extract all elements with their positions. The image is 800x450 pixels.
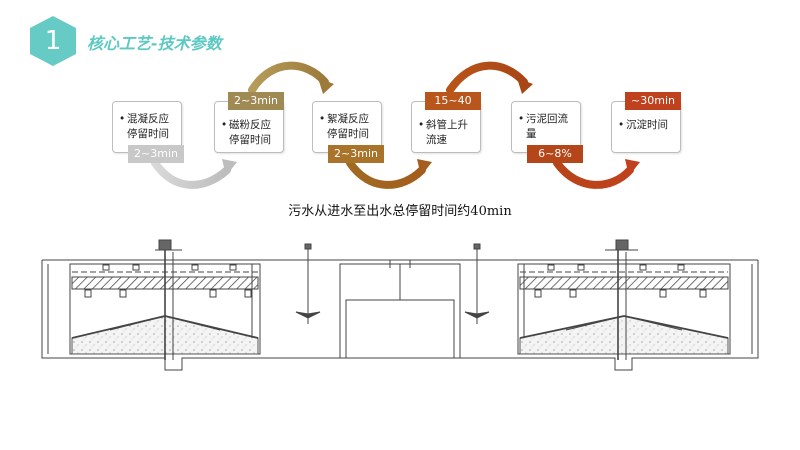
hexagon-icon [30, 16, 76, 66]
step-label-2: •磁粉反应 停留时间 [221, 119, 271, 146]
section-number-badge: 1 [27, 15, 79, 67]
flow-arrow-4 [446, 61, 528, 94]
flow-arrowhead-1 [222, 159, 237, 176]
flow-arrowhead-3 [417, 159, 432, 176]
step-label-4: •斜管上升 流速 [418, 119, 468, 146]
tank-cross-section-drawing [41, 239, 759, 371]
flow-arrow-1 [151, 159, 231, 189]
step-tag-4: 15~40 [425, 92, 481, 110]
step-tag-5: 6~8% [527, 145, 583, 163]
step-box-5: •污泥回流 量 [511, 101, 581, 153]
process-flow-arrows [151, 61, 640, 189]
flow-arrow-5 [553, 159, 634, 189]
step-tag-1: 2~3min [128, 145, 184, 163]
step-box-3: •絮凝反应 停留时间 [312, 101, 382, 153]
step-label-5: •污泥回流 量 [518, 113, 568, 140]
total-retention-summary: 污水从进水至出水总停留时间约40min [288, 204, 512, 219]
flow-arrow-3 [346, 159, 426, 189]
step-label-3: •絮凝反应 停留时间 [319, 113, 369, 140]
flow-arrow-2 [248, 61, 329, 94]
step-box-1: •混凝反应 停留时间 [112, 101, 182, 153]
step-tag-2: 2~3min [228, 92, 284, 110]
step-label-6: •沉淀时间 [618, 119, 668, 131]
step-tag-3: 2~3min [328, 145, 384, 163]
flow-arrowhead-5 [625, 159, 640, 176]
flow-arrowhead-4 [517, 78, 533, 94]
section-number: 1 [44, 26, 62, 56]
section-title: 核心工艺-技术参数 [87, 34, 222, 53]
step-tag-6: ~30min [625, 92, 681, 110]
step-label-1: •混凝反应 停留时间 [119, 113, 169, 140]
flow-arrowhead-2 [318, 78, 334, 94]
